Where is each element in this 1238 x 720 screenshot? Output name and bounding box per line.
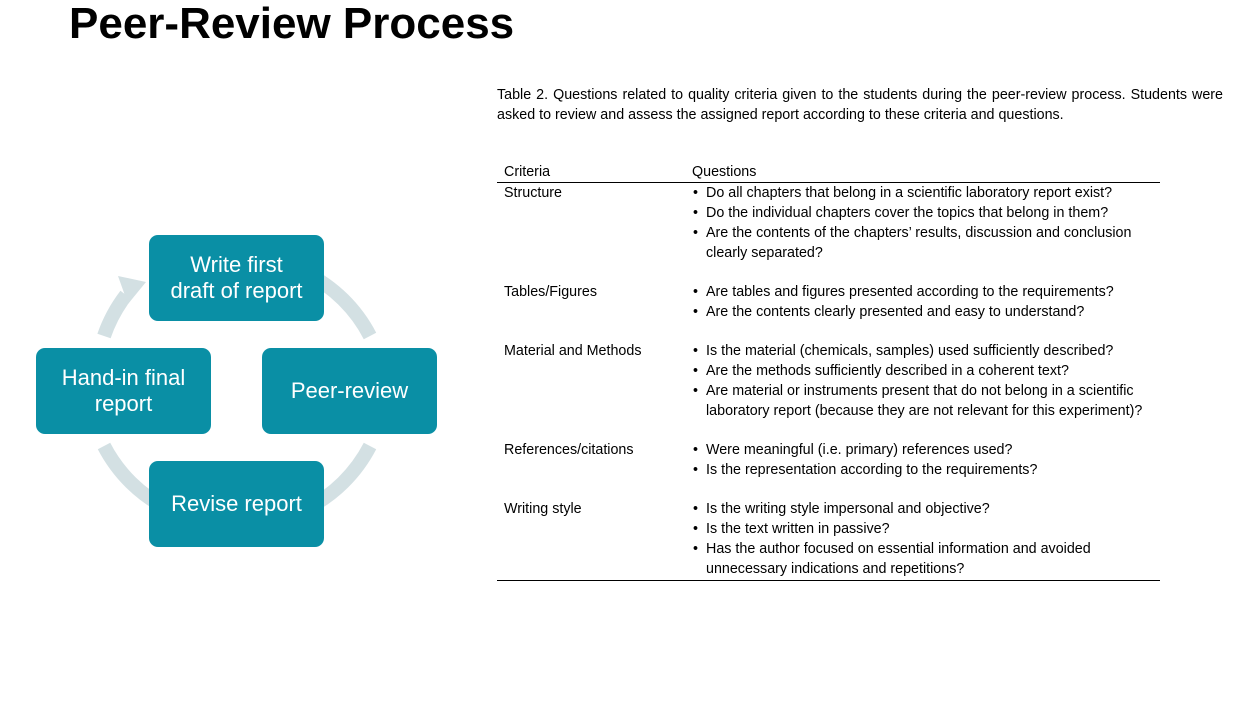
table-header-row: Criteria Questions — [497, 161, 1160, 183]
table-row: Writing style Is the writing style imper… — [497, 499, 1160, 581]
table-row: References/citations Were meaningful (i.… — [497, 440, 1160, 499]
questions-cell: Is the material (chemicals, samples) use… — [685, 341, 1160, 440]
question-item: Are the contents of the chapters’ result… — [692, 223, 1160, 263]
question-item: Are tables and figures presented accordi… — [692, 282, 1160, 302]
cycle-step-peer-review: Peer-review — [262, 348, 437, 434]
header-questions: Questions — [685, 161, 1160, 183]
cycle-step-hand-in-final-report: Hand-in final report — [36, 348, 211, 434]
question-item: Is the material (chemicals, samples) use… — [692, 341, 1160, 361]
cycle-step-label-line: Peer-review — [290, 378, 409, 403]
question-list: Is the writing style impersonal and obje… — [692, 499, 1160, 579]
question-list: Are tables and figures presented accordi… — [692, 282, 1160, 322]
table-row: Tables/Figures Are tables and figures pr… — [497, 282, 1160, 341]
criteria-cell: Structure — [504, 185, 563, 201]
question-item: Are the contents clearly presented and e… — [692, 302, 1160, 322]
question-item: Do all chapters that belong in a scienti… — [692, 183, 1160, 203]
criteria-cell: References/citations — [504, 442, 634, 458]
criteria-cell: Material and Methods — [504, 343, 642, 359]
question-item: Is the writing style impersonal and obje… — [692, 499, 1160, 519]
question-list: Is the material (chemicals, samples) use… — [692, 341, 1160, 421]
cycle-step-label-line: Write first — [190, 252, 283, 277]
table-caption: Table 2. Questions related to quality cr… — [497, 87, 1223, 123]
question-item: Is the text written in passive? — [692, 519, 1160, 539]
questions-cell: Do all chapters that belong in a scienti… — [685, 183, 1160, 283]
cycle-step-write-first-draft: Write first draft of report — [149, 235, 324, 321]
question-item: Do the individual chapters cover the top… — [692, 203, 1160, 223]
question-list: Do all chapters that belong in a scienti… — [692, 183, 1160, 263]
cycle-step-label-line: Revise report — [171, 491, 302, 516]
table-row: Material and Methods Is the material (ch… — [497, 341, 1160, 440]
question-item: Are material or instruments present that… — [692, 381, 1160, 421]
cycle-step-revise-report: Revise report — [149, 461, 324, 547]
question-item: Were meaningful (i.e. primary) reference… — [692, 440, 1160, 460]
cycle-arrowhead — [118, 276, 146, 304]
questions-cell: Are tables and figures presented accordi… — [685, 282, 1160, 341]
criteria-questions-table: Criteria Questions Structure Do all chap… — [497, 161, 1160, 581]
questions-cell: Is the writing style impersonal and obje… — [685, 499, 1160, 581]
question-item: Are the methods sufficiently described i… — [692, 361, 1160, 381]
cycle-arc-left-top — [97, 290, 132, 339]
question-item: Has the author focused on essential info… — [692, 539, 1160, 579]
table-row: Structure Do all chapters that belong in… — [497, 183, 1160, 283]
question-list: Were meaningful (i.e. primary) reference… — [692, 440, 1160, 480]
peer-review-cycle-diagram: Write first draft of report Peer-review … — [0, 0, 470, 720]
cycle-step-label-line: draft of report — [170, 278, 303, 303]
header-criteria: Criteria — [497, 161, 685, 183]
slide-title: Peer-Review Process — [69, 0, 515, 48]
cycle-step-label-line: report — [94, 391, 153, 416]
criteria-cell: Writing style — [497, 499, 685, 581]
criteria-cell: Tables/Figures — [504, 284, 597, 300]
cycle-step-label-line: Hand-in final — [61, 365, 186, 390]
questions-cell: Were meaningful (i.e. primary) reference… — [685, 440, 1160, 499]
question-item: Is the representation according to the r… — [692, 460, 1160, 480]
